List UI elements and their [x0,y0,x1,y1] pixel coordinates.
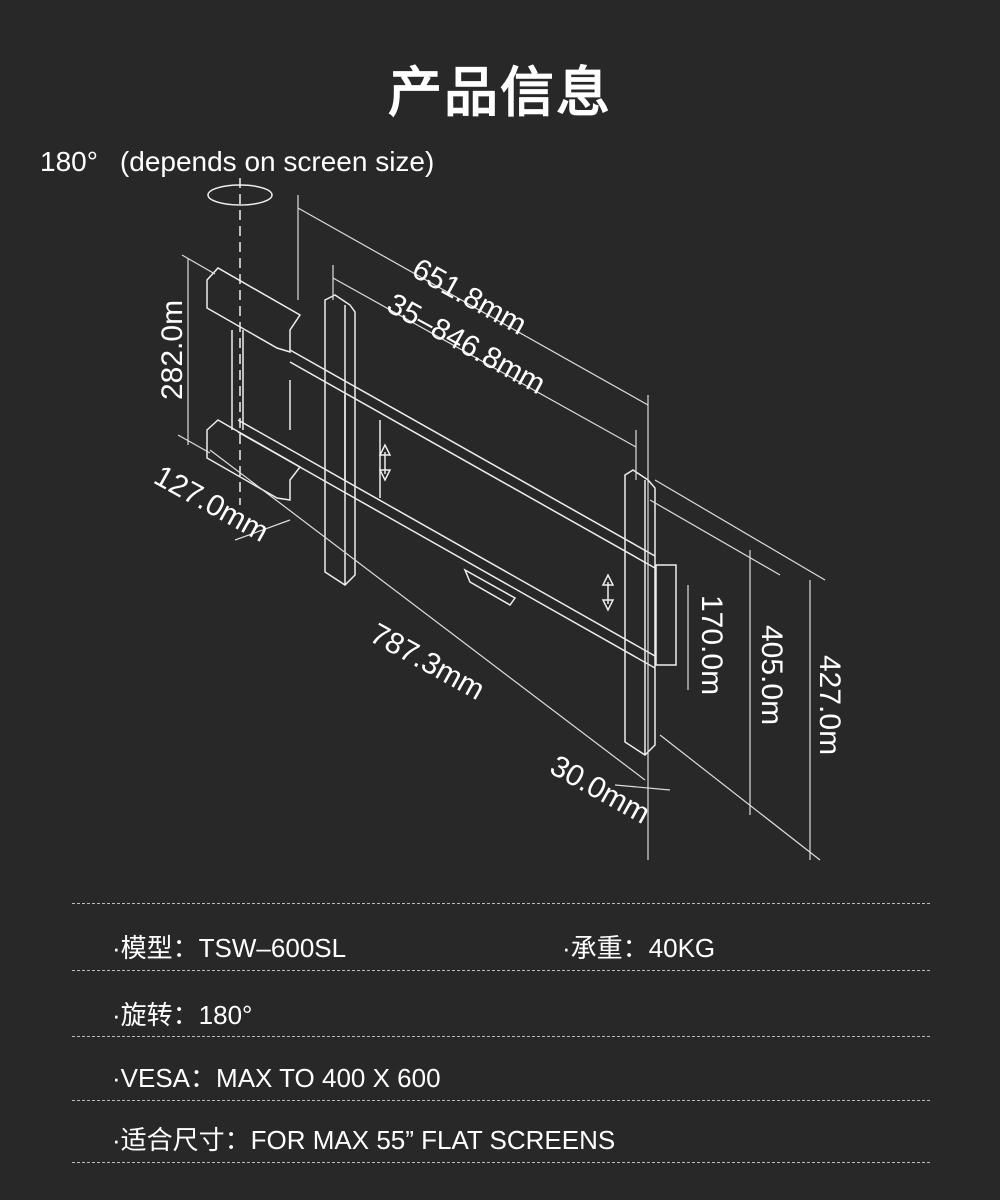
page-title: 产品信息 [388,63,612,123]
rotation-angle: 180° [40,146,98,177]
dim-bracket-depth: 30.0mm [545,749,656,830]
spec-vesa: ·VESA：MAX TO 400 X 600 [112,1063,441,1093]
arm-rails [237,349,656,669]
right-bracket [624,469,677,756]
divider [72,1100,930,1101]
spec-rotation: ·旋转：180° [112,1000,253,1030]
spec-screen-size: ·适合尺寸：FOR MAX 55” FLAT SCREENS [112,1125,616,1155]
dimension-lines [177,195,826,861]
divider [72,1162,930,1163]
dim-bracket-height: 427.0m [813,655,846,755]
divider [72,903,930,904]
divider [72,1036,930,1037]
wall-plate [206,267,302,501]
dim-vesa-height: 405.0m [755,625,788,725]
dim-extension: 787.3mm [365,617,490,706]
mount-diagram: 651.8mm 35–846.8mm 282.0m 127.0mm 787.3m… [149,178,846,861]
rotation-note: 180° (depends on screen size) [40,146,456,178]
divider [72,970,930,971]
spec-model: ·模型：TSW–600SL [112,933,347,963]
dim-adjust-height: 170.0m [695,595,728,695]
dim-plate-height: 282.0m [156,300,189,400]
spec-load: ·承重：40KG [562,933,716,963]
left-bracket [324,294,356,586]
dim-plate-depth: 127.0mm [149,459,274,548]
rotation-note-text: (depends on screen size) [119,146,435,177]
rotation-icon [207,178,273,505]
